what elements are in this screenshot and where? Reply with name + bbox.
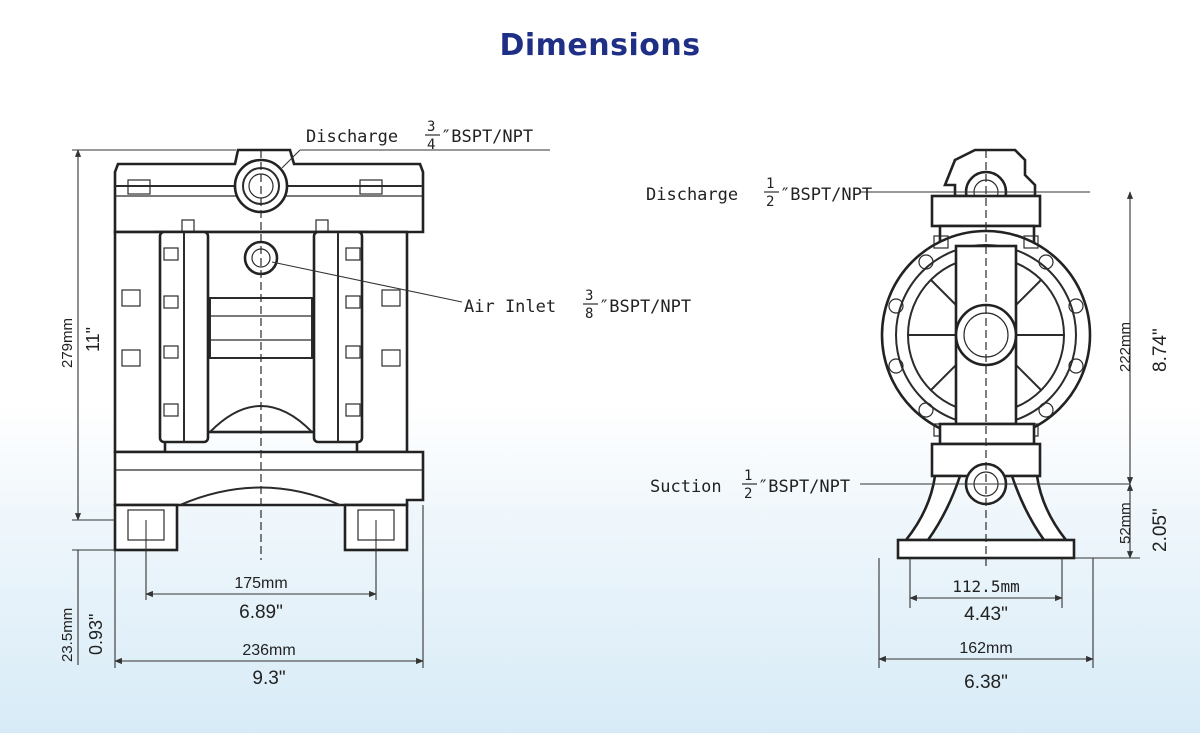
side-foot-spacing-dimension (909, 558, 1063, 608)
front-foot-spacing-mm: 175mm (234, 575, 287, 592)
svg-text:3: 3 (585, 288, 593, 304)
side-inlet-height-dimension (1074, 483, 1140, 559)
page-title: Dimensions (499, 28, 701, 63)
side-inlet-height-in: 2.05" (1150, 508, 1171, 552)
front-base-in: 0.93" (86, 614, 106, 655)
svg-text:1: 1 (744, 468, 752, 484)
side-view-pump (880, 148, 1092, 570)
front-height-in: 11" (83, 327, 103, 352)
side-discharge-label: Discharge 1 2 ″BSPT/NPT (646, 176, 872, 210)
front-base-dimension (72, 549, 115, 665)
svg-text:″BSPT/NPT: ″BSPT/NPT (599, 297, 691, 317)
front-foot-spacing-in: 6.89" (239, 602, 283, 623)
svg-text:″BSPT/NPT: ″BSPT/NPT (758, 477, 850, 497)
side-width-in: 6.38" (964, 672, 1008, 693)
front-air-inlet-leader (271, 261, 463, 303)
front-discharge-leader (281, 149, 301, 169)
svg-text:4: 4 (427, 137, 435, 153)
svg-text:8: 8 (585, 306, 593, 322)
front-view-pump (113, 148, 425, 560)
svg-text:2: 2 (766, 194, 774, 210)
side-foot-spacing-in: 4.43" (964, 604, 1008, 625)
svg-text:Discharge: Discharge (306, 127, 398, 147)
side-height-mm: 222mm (1117, 322, 1134, 372)
svg-text:Discharge: Discharge (646, 185, 738, 205)
front-height-mm: 279mm (59, 318, 76, 368)
svg-text:″BSPT/NPT: ″BSPT/NPT (441, 127, 533, 147)
side-width-mm: 162mm (959, 640, 1012, 657)
side-foot-spacing-mm: 112.5mm (952, 577, 1019, 596)
side-inlet-height-mm: 52mm (1117, 502, 1134, 544)
svg-text:Suction: Suction (650, 477, 722, 497)
front-width-in: 9.3" (252, 668, 285, 689)
svg-text:3: 3 (427, 119, 435, 135)
front-height-dimension (72, 149, 236, 521)
side-width-dimension (878, 558, 1094, 668)
front-width-dimension (114, 505, 424, 668)
side-height-in: 8.74" (1150, 328, 1171, 372)
front-air-inlet-label: Air Inlet 3 8 ″BSPT/NPT (464, 288, 691, 322)
svg-text:2: 2 (744, 486, 752, 502)
svg-text:″BSPT/NPT: ″BSPT/NPT (780, 185, 872, 205)
svg-text:1: 1 (766, 176, 774, 192)
svg-text:Air Inlet: Air Inlet (464, 297, 556, 317)
front-discharge-label: Discharge 3 4 ″BSPT/NPT (306, 119, 533, 153)
side-suction-label: Suction 1 2 ″BSPT/NPT (650, 468, 850, 502)
front-base-mm: 23.5mm (59, 608, 76, 662)
front-width-mm: 236mm (242, 642, 295, 659)
front-foot-spacing-dimension (145, 520, 377, 600)
